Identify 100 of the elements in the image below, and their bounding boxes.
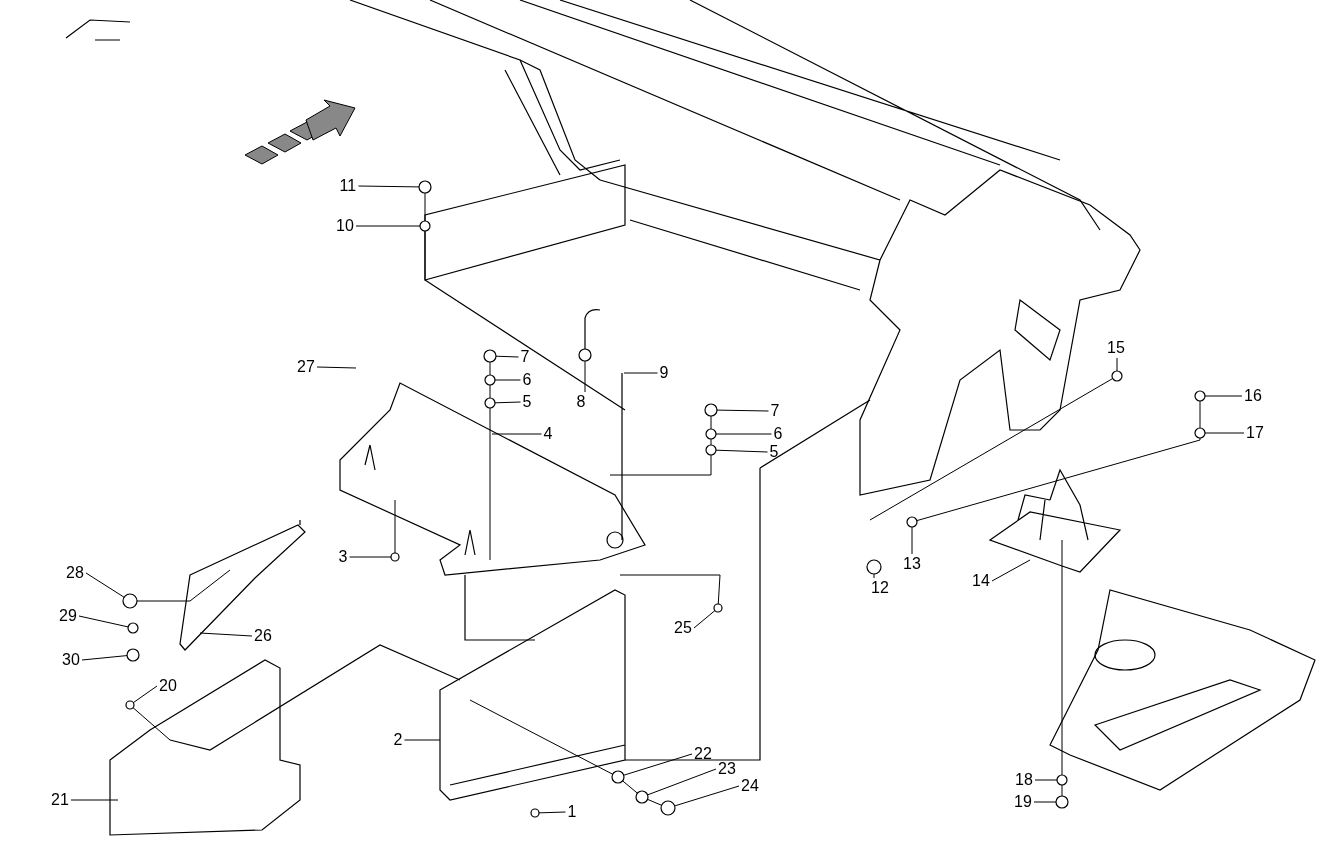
fastener-icon xyxy=(713,603,723,613)
assembly-line xyxy=(424,192,426,222)
leader-line xyxy=(494,379,521,381)
assembly-line xyxy=(1061,539,1063,776)
leader-line xyxy=(1116,357,1118,372)
leader-line xyxy=(647,768,717,796)
fastener-icon xyxy=(660,800,676,816)
leader-line xyxy=(495,355,519,358)
leader-line xyxy=(715,433,772,435)
assembly-line xyxy=(609,454,712,476)
leader-line xyxy=(494,401,521,404)
leader-line xyxy=(85,572,125,598)
callout-number: 7 xyxy=(770,402,780,420)
callout-number: 29 xyxy=(59,607,77,625)
assembly-line xyxy=(869,378,1114,521)
callout-number: 1 xyxy=(567,803,577,821)
assembly-line xyxy=(469,699,614,775)
callout-number: 5 xyxy=(522,393,532,411)
fastener-icon xyxy=(1194,390,1206,402)
callout-number: 25 xyxy=(674,619,692,637)
callout-number: 6 xyxy=(773,425,783,443)
leader-line xyxy=(538,811,566,814)
leader-line xyxy=(491,433,542,435)
fastener-icon xyxy=(578,348,592,362)
callout-number: 2 xyxy=(393,731,403,749)
fastener-icon xyxy=(483,349,497,363)
leader-line xyxy=(1204,395,1243,397)
leader-line xyxy=(991,559,1031,582)
assembly-line xyxy=(647,798,663,806)
leader-line xyxy=(584,360,586,393)
fastener-icon xyxy=(1055,795,1069,809)
callout-number: 11 xyxy=(339,177,357,195)
fastener-icon xyxy=(705,444,717,456)
leader-line xyxy=(78,615,129,628)
leader-line xyxy=(355,225,421,227)
fastener-icon xyxy=(1111,370,1123,382)
assembly-line xyxy=(489,384,491,399)
leader-line xyxy=(1204,432,1245,434)
assembly-line xyxy=(489,407,491,561)
leader-line xyxy=(316,366,357,369)
callout-number: 30 xyxy=(62,651,80,669)
callout-number: 20 xyxy=(159,677,177,695)
assembly-line xyxy=(1199,400,1201,429)
leader-line xyxy=(70,799,119,801)
fastener-icon xyxy=(906,516,918,528)
callout-number: 13 xyxy=(903,555,921,573)
callout-number: 28 xyxy=(66,564,84,582)
fastener-icon xyxy=(125,700,135,710)
callout-number: 16 xyxy=(1244,387,1262,405)
callout-number: 5 xyxy=(769,443,779,461)
leader-line xyxy=(1033,801,1057,803)
fastener-icon xyxy=(704,403,718,417)
leader-line xyxy=(716,409,769,412)
fastener-icon xyxy=(705,428,717,440)
leader-line xyxy=(674,785,740,807)
callout-number: 14 xyxy=(972,572,990,590)
leader-line xyxy=(623,372,658,374)
leader-line xyxy=(349,556,392,558)
callout-number: 24 xyxy=(741,777,759,795)
fastener-icon xyxy=(419,220,431,232)
callout-number: 21 xyxy=(51,791,69,809)
callout-number: 18 xyxy=(1015,771,1033,789)
fastener-icon xyxy=(126,648,140,662)
fastener-icon xyxy=(484,374,496,386)
assembly-line xyxy=(916,437,1201,522)
callout-number: 7 xyxy=(520,348,530,366)
assembly-line xyxy=(136,569,231,602)
leader-line xyxy=(1034,779,1058,781)
leader-line xyxy=(693,610,716,629)
callout-number: 9 xyxy=(659,364,669,382)
assembly-line xyxy=(710,438,712,446)
fastener-icon xyxy=(866,559,882,575)
fastener-icon xyxy=(390,552,400,562)
assembly-line xyxy=(619,574,721,605)
assembly-line xyxy=(132,707,171,741)
leader-line xyxy=(132,685,158,704)
callout-number: 26 xyxy=(254,627,272,645)
leader-line xyxy=(715,449,768,453)
callout-number: 6 xyxy=(522,371,532,389)
leader-line xyxy=(404,739,441,741)
fastener-icon xyxy=(635,790,649,804)
leader-line xyxy=(81,655,128,661)
leader-line xyxy=(358,185,420,188)
fastener-icon xyxy=(127,622,139,634)
callout-number: 3 xyxy=(338,548,348,566)
leader-line xyxy=(911,526,913,555)
fastener-icon xyxy=(1194,427,1206,439)
leader-line xyxy=(199,632,253,637)
fastener-icon xyxy=(611,770,625,784)
assembly-line xyxy=(710,415,712,430)
callout-number: 23 xyxy=(718,760,736,778)
callout-number: 10 xyxy=(336,217,354,235)
assembly-line xyxy=(622,780,638,794)
callout-number: 27 xyxy=(297,358,315,376)
fastener-icon xyxy=(122,593,138,609)
assembly-line xyxy=(424,230,426,281)
fastener-icon xyxy=(1056,774,1068,786)
fastener-icon xyxy=(418,180,432,194)
callout-number: 15 xyxy=(1107,339,1125,357)
callout-number: 4 xyxy=(543,425,553,443)
